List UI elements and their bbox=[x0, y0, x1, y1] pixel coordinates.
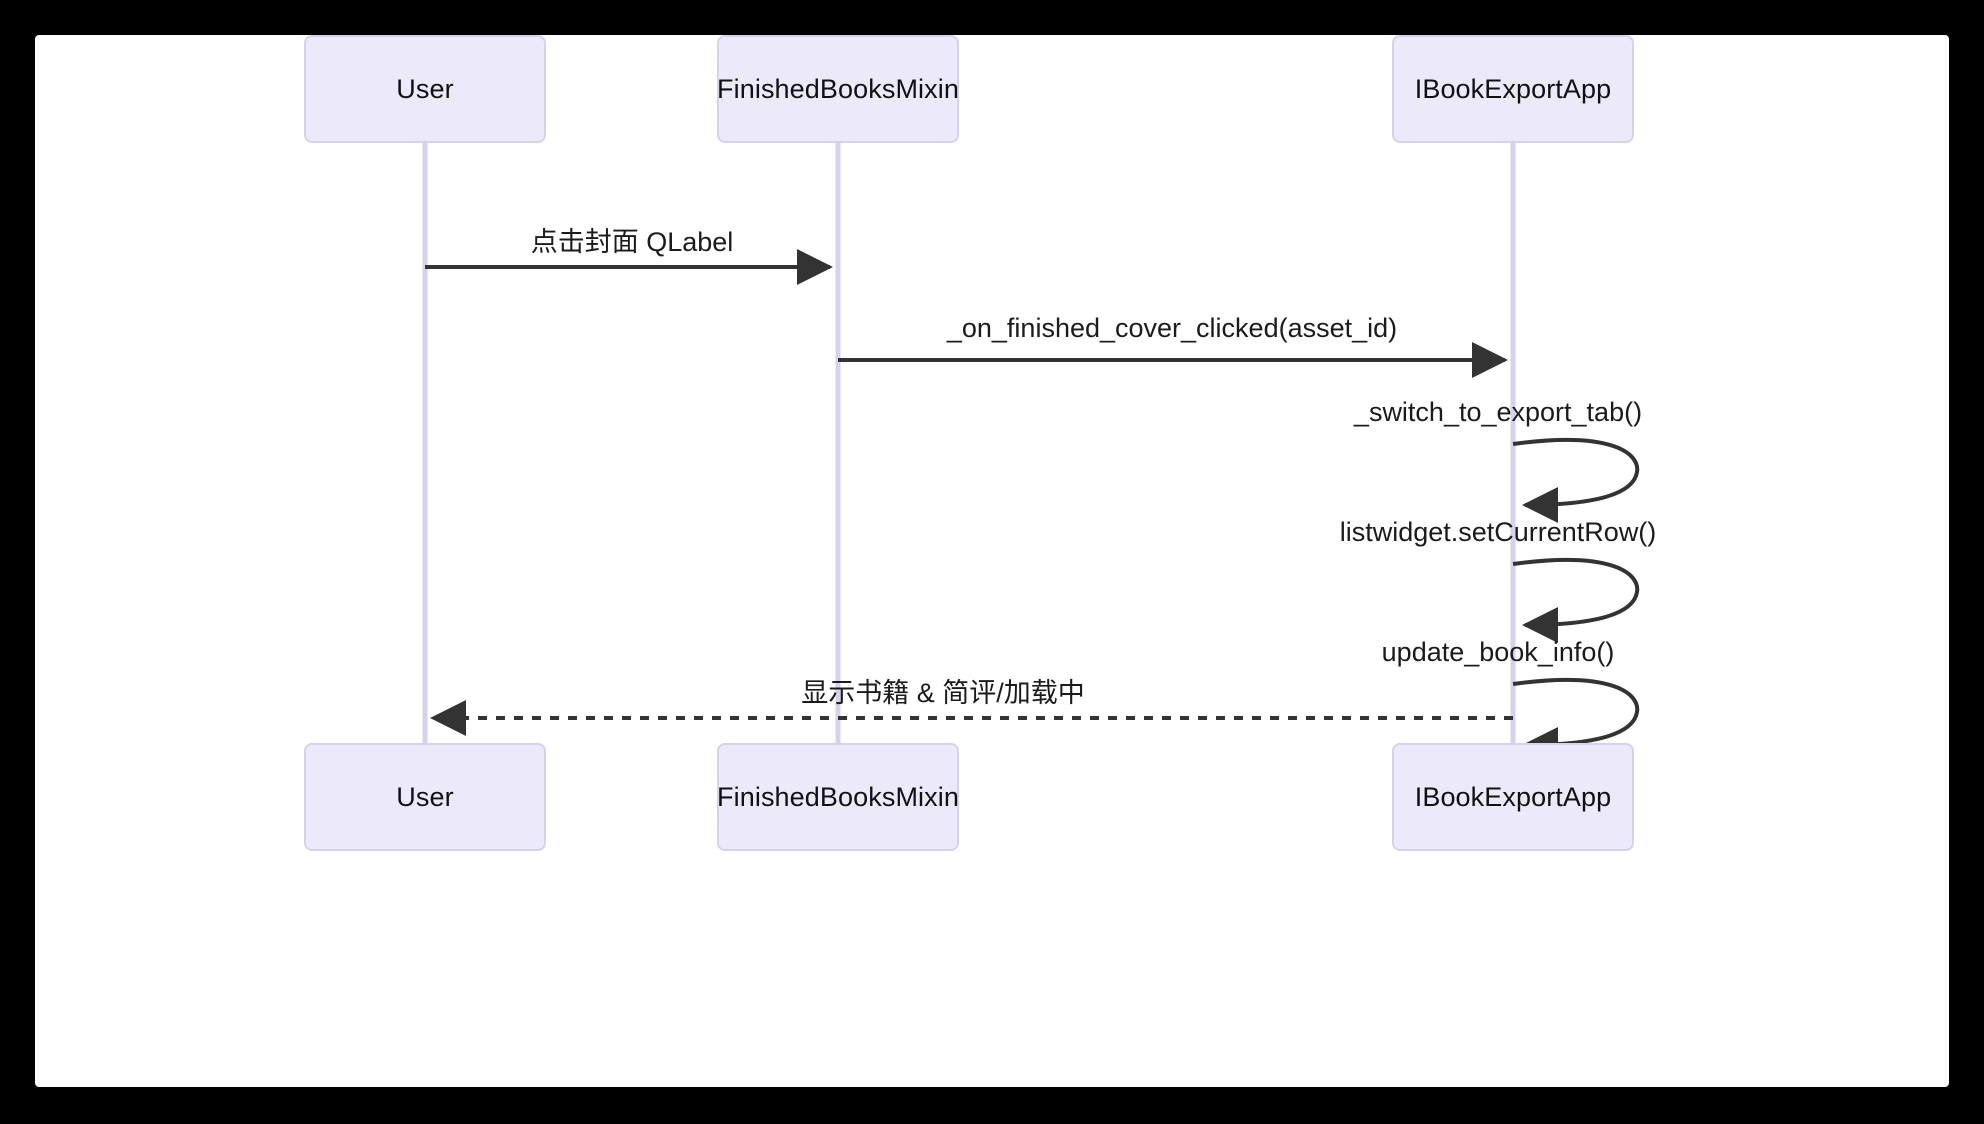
message-label-6: 显示书籍 & 简评/加载中 bbox=[801, 678, 1085, 708]
diagram-vector-layer bbox=[422, 143, 1640, 763]
message-label-3: _switch_to_export_tab() bbox=[1353, 397, 1643, 427]
participant-label-finishedbooksmixin-bottom: FinishedBooksMixin bbox=[717, 781, 959, 812]
message-label-1: 点击封面 QLabel bbox=[530, 227, 734, 257]
diagram-frame: User FinishedBooksMixin IBookExportApp U… bbox=[35, 35, 1949, 1087]
message-label-2: _on_finished_cover_clicked(asset_id) bbox=[946, 313, 1398, 343]
self-call-loop-3 bbox=[1512, 437, 1640, 523]
participant-box-user-top[interactable]: User bbox=[304, 35, 546, 143]
participant-box-finishedbooksmixin-top[interactable]: FinishedBooksMixin bbox=[717, 35, 959, 143]
participant-box-finishedbooksmixin-bottom[interactable]: FinishedBooksMixin bbox=[717, 743, 959, 851]
participant-label-finishedbooksmixin-top: FinishedBooksMixin bbox=[717, 73, 959, 104]
message-label-4: listwidget.setCurrentRow() bbox=[1339, 517, 1657, 547]
participant-label-user-bottom: User bbox=[396, 781, 454, 812]
participant-label-user-top: User bbox=[396, 73, 454, 104]
participant-box-ibookexportapp-bottom[interactable]: IBookExportApp bbox=[1392, 743, 1634, 851]
participant-box-user-bottom[interactable]: User bbox=[304, 743, 546, 851]
sequence-diagram-canvas: User FinishedBooksMixin IBookExportApp U… bbox=[35, 35, 1949, 1087]
participant-box-ibookexportapp-top[interactable]: IBookExportApp bbox=[1392, 35, 1634, 143]
participant-label-ibookexportapp-bottom: IBookExportApp bbox=[1414, 781, 1612, 812]
message-label-5: update_book_info() bbox=[1381, 637, 1615, 667]
self-call-loop-4 bbox=[1512, 557, 1640, 643]
participant-label-ibookexportapp-top: IBookExportApp bbox=[1414, 73, 1612, 104]
self-call-loop-5 bbox=[1512, 677, 1640, 763]
